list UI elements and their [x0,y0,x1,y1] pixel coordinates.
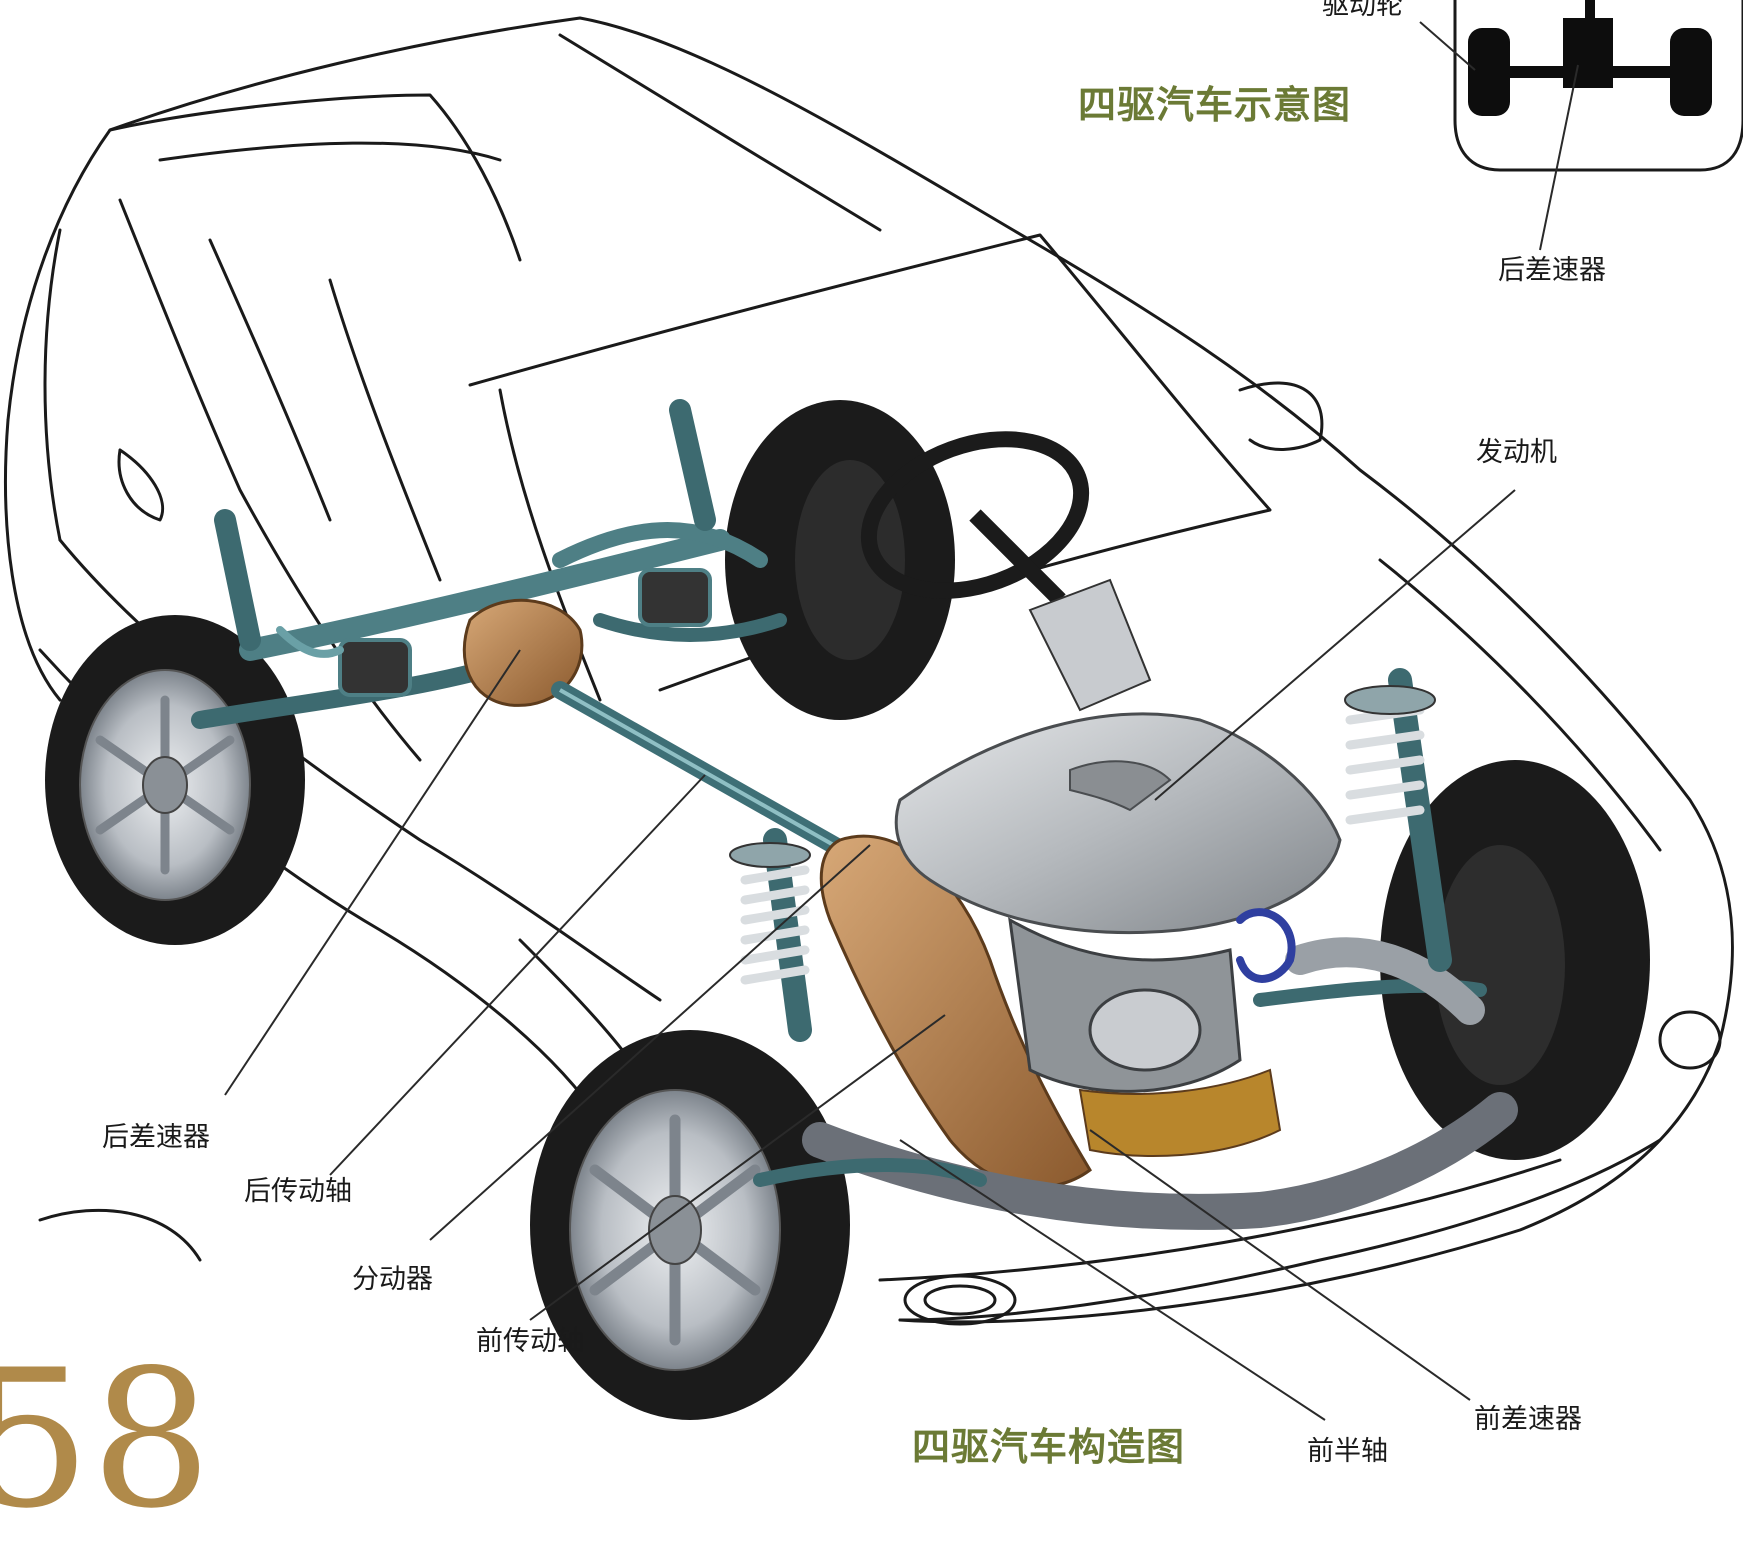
front-axle-assembly [753,908,1518,1230]
steering-wheel [860,431,1090,606]
front-left-strut [729,828,812,1042]
label-drive-wheel: 驱动轮 [1322,0,1403,21]
car-illustration [4,0,1743,1421]
leader-lines [224,21,1579,1421]
label-front-differential: 前差速器 [1474,1404,1582,1435]
front-right-wheel [1380,760,1650,1160]
engine-block [894,712,1342,1157]
structure-title: 四驱汽车构造图 [912,1425,1186,1469]
schematic-diagram [1453,0,1743,172]
rear-left-wheel [45,615,305,945]
page-number: 58 [0,1329,212,1550]
label-transfer-case: 分动器 [352,1264,433,1295]
label-front-half-shaft: 前半轴 [1307,1436,1388,1467]
label-rear-differential: 后差速器 [102,1122,210,1153]
steering-column [1028,578,1152,712]
schematic-title: 四驱汽车示意图 [1078,83,1352,127]
front-left-wheel [530,1030,850,1420]
front-right-strut [1344,668,1452,972]
label-front-driveshaft: 前传动轴 [476,1326,584,1357]
label-rear-driveshaft: 后传动轴 [244,1176,352,1207]
label-rear-differential-schematic: 后差速器 [1498,255,1606,286]
rear-axle-assembly [191,399,787,729]
label-engine: 发动机 [1476,437,1557,468]
